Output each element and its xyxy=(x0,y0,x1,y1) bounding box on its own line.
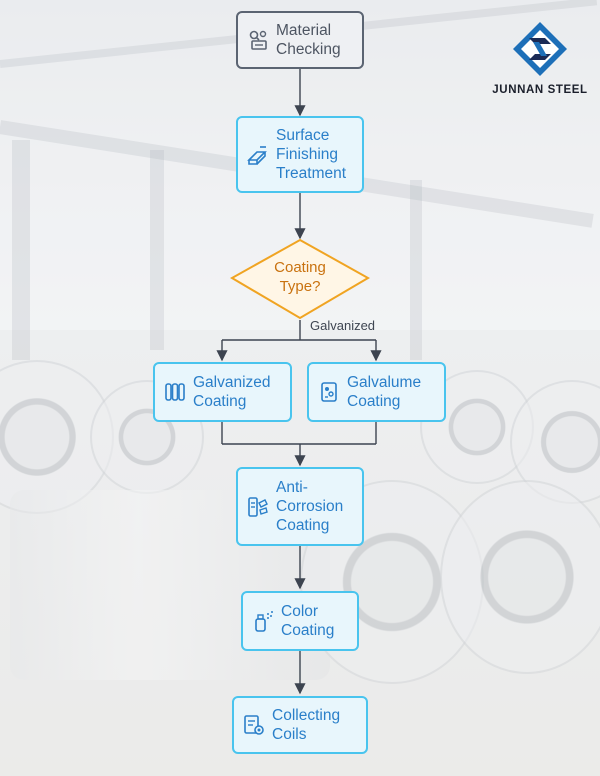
galvalume-coating-label: Galvalume Coating xyxy=(347,374,422,410)
coating-type-label: Coating Type? xyxy=(274,259,326,295)
branch-galvanized-label: Galvanized xyxy=(310,318,376,333)
material-checking-node: Material Checking xyxy=(236,11,364,69)
roof-column xyxy=(150,150,164,350)
brand-logo: JUNNAN STEEL xyxy=(488,20,592,96)
steel-coil-image xyxy=(440,480,600,674)
brand-name: JUNNAN STEEL xyxy=(492,84,588,96)
anti-corrosion-label: Anti- Corrosion Coating xyxy=(276,479,344,534)
collecting-coils-label: Collecting Coils xyxy=(272,707,341,743)
galvanized-coating-label: Galvanized Coating xyxy=(193,374,271,410)
surface-finishing-node: Surface Finishing Treatment xyxy=(236,116,364,193)
roof-column xyxy=(12,140,30,360)
spray-icon xyxy=(255,611,273,632)
coils-icon xyxy=(244,715,264,735)
color-coating-node: Color Coating xyxy=(241,591,359,651)
surface-icon xyxy=(247,145,267,165)
material-check-icon xyxy=(249,30,267,50)
surface-finishing-label: Surface Finishing Treatment xyxy=(276,127,347,182)
galvanized-icon xyxy=(165,383,185,401)
collecting-coils-node: Collecting Coils xyxy=(232,696,368,754)
material-checking-label: Material Checking xyxy=(276,22,341,58)
roof-column xyxy=(410,180,422,360)
anti-corrosion-node: Anti- Corrosion Coating xyxy=(236,467,364,546)
galvalume-coating-node: Galvalume Coating xyxy=(307,362,446,422)
brand-logo-icon xyxy=(513,22,567,76)
galvalume-icon xyxy=(321,382,337,402)
color-coating-label: Color Coating xyxy=(281,603,335,639)
anti-corrosion-icon xyxy=(248,496,268,517)
steel-coil-image xyxy=(90,380,204,494)
coating-type-decision xyxy=(229,238,371,320)
galvanized-coating-node: Galvanized Coating xyxy=(153,362,292,422)
